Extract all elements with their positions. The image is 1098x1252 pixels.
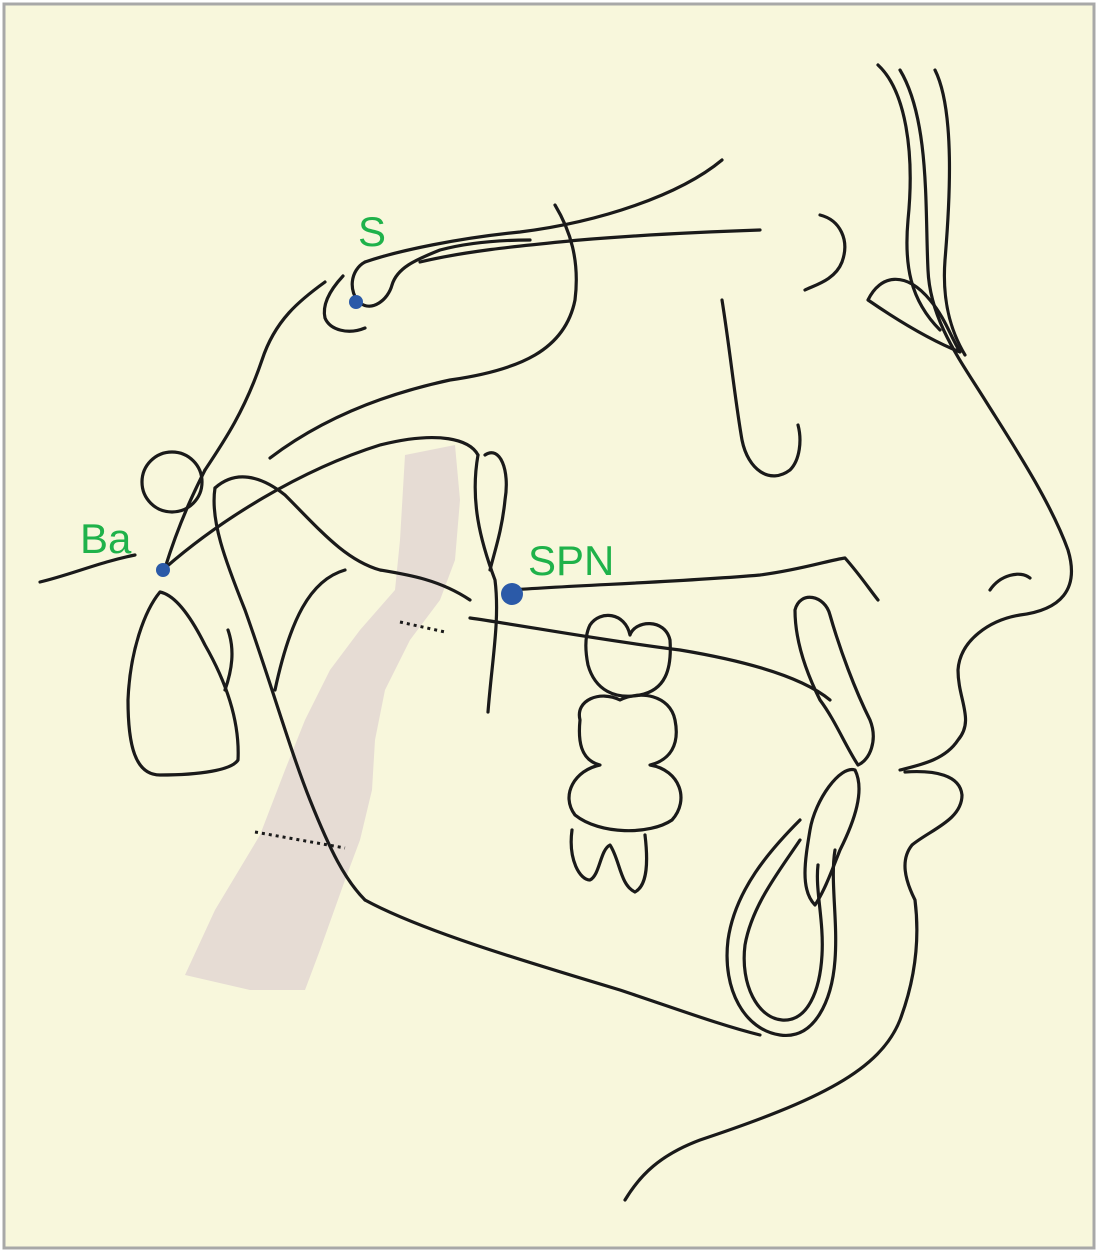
basion-label: Ba: [80, 515, 132, 562]
basion-point: [156, 563, 170, 577]
spn-point: [501, 583, 523, 605]
spn-label: SPN: [528, 537, 614, 584]
sella-point: [349, 295, 363, 309]
sella-label: S: [358, 208, 386, 255]
figure-background: [4, 4, 1094, 1248]
